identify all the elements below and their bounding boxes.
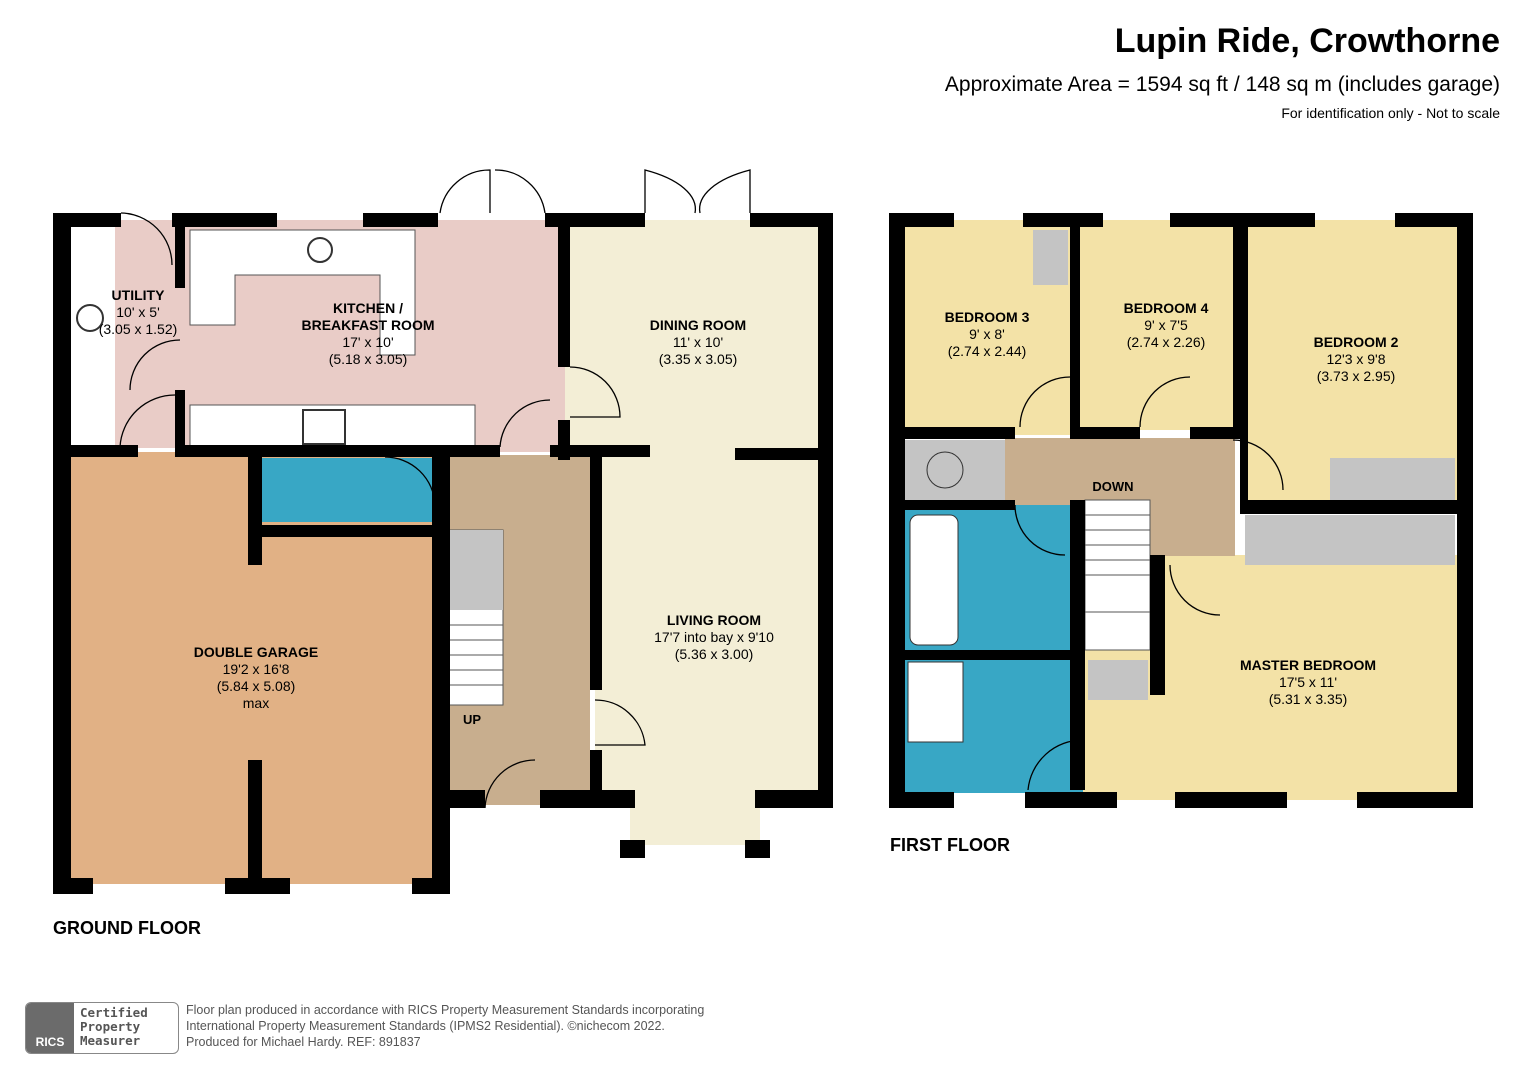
footer-line: Produced for Michael Hardy. REF: 891837 bbox=[186, 1035, 421, 1049]
footer-line: Floor plan produced in accordance with R… bbox=[186, 1003, 705, 1017]
dining-fill bbox=[565, 220, 827, 455]
hob-icon bbox=[302, 409, 346, 445]
cupboard-bedroom3 bbox=[1033, 230, 1068, 285]
ground-floor-label: GROUND FLOOR bbox=[53, 918, 201, 938]
badge-line: Certified bbox=[80, 1005, 148, 1020]
first-walls bbox=[889, 213, 1473, 808]
wc-fill bbox=[262, 458, 442, 522]
rics-logo: RICS bbox=[26, 1003, 74, 1053]
footer-text: Floor plan produced in accordance with R… bbox=[186, 1002, 704, 1050]
cupboard-master bbox=[1088, 660, 1148, 700]
shower-icon bbox=[907, 661, 964, 743]
stairs-understair bbox=[445, 530, 503, 610]
badge-line: Property bbox=[80, 1019, 141, 1034]
airing-cupboard bbox=[905, 440, 1005, 500]
stair-treads-first bbox=[1085, 514, 1150, 613]
ground-walls bbox=[53, 213, 833, 894]
wardrobe-bedroom2 bbox=[1330, 458, 1455, 503]
first-floor-label: FIRST FLOOR bbox=[890, 835, 1010, 855]
footer-line: International Property Measurement Stand… bbox=[186, 1019, 665, 1033]
scale-note: For identification only - Not to scale bbox=[1281, 105, 1500, 121]
stairs-up-label: UP bbox=[462, 712, 482, 727]
stair-treads bbox=[445, 624, 503, 686]
sink-icon bbox=[307, 237, 333, 263]
utility-floor bbox=[115, 220, 180, 448]
washer-icon bbox=[76, 304, 104, 332]
stairs-down-label: DOWN bbox=[1092, 479, 1134, 494]
property-title: Lupin Ride, Crowthorne bbox=[1114, 22, 1500, 60]
wardrobe-master bbox=[1245, 515, 1455, 565]
approximate-area: Approximate Area = 1594 sq ft / 148 sq m… bbox=[944, 73, 1500, 96]
kitchen-worktop bbox=[189, 229, 416, 356]
badge-line: Measurer bbox=[80, 1033, 141, 1048]
bath-icon bbox=[909, 514, 959, 646]
bedroom4-fill bbox=[1080, 220, 1240, 430]
bay-fill bbox=[630, 795, 760, 845]
first-doors bbox=[1014, 376, 1284, 791]
tank-icon bbox=[926, 451, 964, 489]
ground-doors bbox=[119, 169, 751, 809]
